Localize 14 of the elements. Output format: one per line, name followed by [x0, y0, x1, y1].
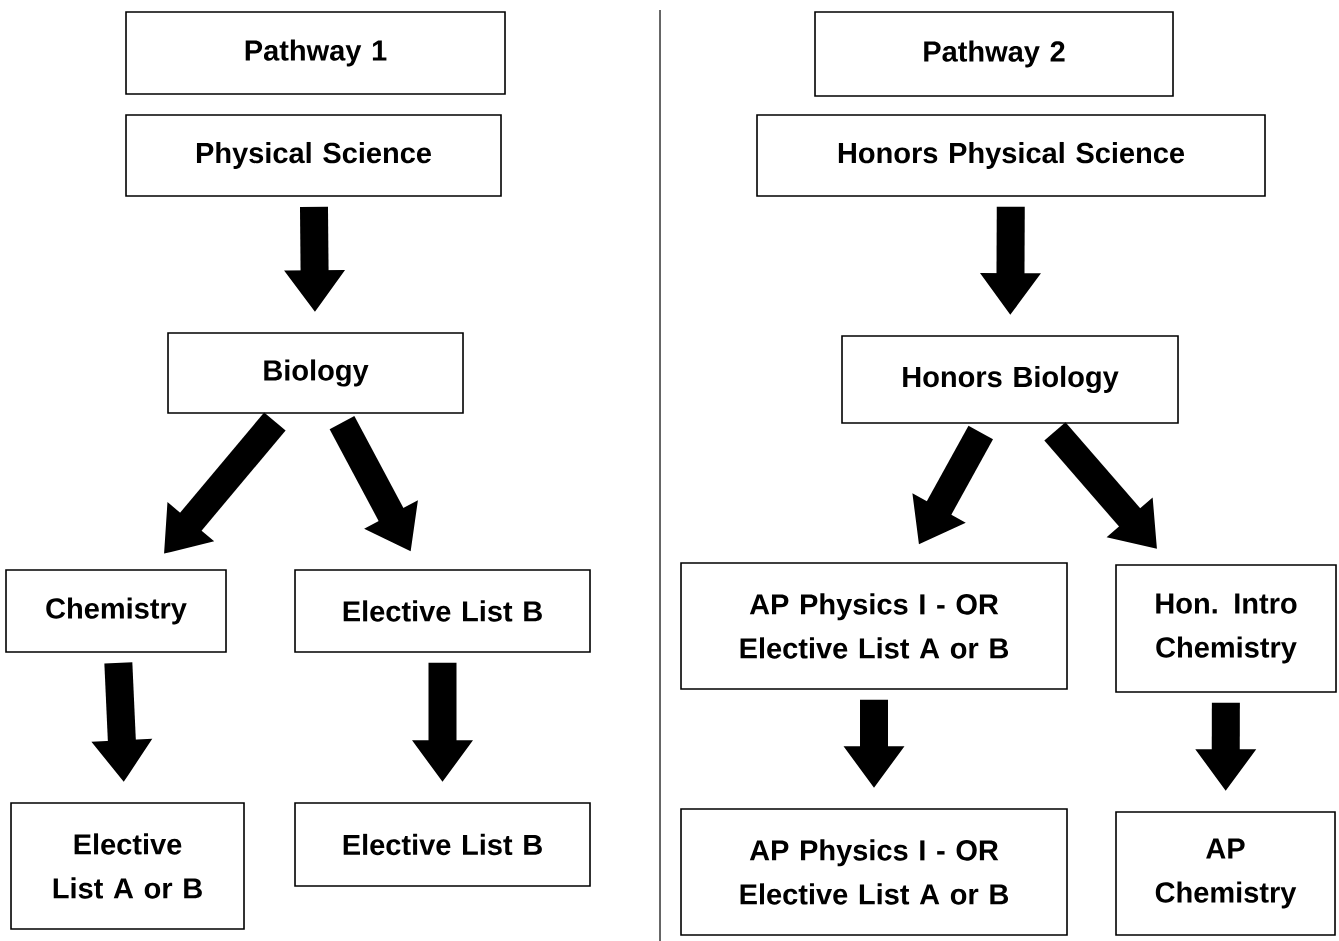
course-box: AP Chemistry — [1115, 811, 1336, 936]
course-box: Hon. Intro Chemistry — [1115, 564, 1337, 693]
course-box: Pathway 2 — [814, 11, 1174, 97]
course-box: Honors Physical Science — [756, 114, 1266, 197]
course-box: Biology — [167, 332, 464, 414]
course-box: Physical Science — [125, 114, 502, 197]
course-box: Pathway 1 — [125, 11, 506, 95]
course-box: Elective List A or B — [10, 802, 245, 930]
course-box: Chemistry — [5, 569, 227, 653]
course-box: Elective List B — [294, 569, 591, 653]
course-box: Honors Biology — [841, 335, 1179, 424]
course-box: Elective List B — [294, 802, 591, 887]
course-box: AP Physics I - OR Elective List A or B — [680, 808, 1068, 936]
course-box: AP Physics I - OR Elective List A or B — [680, 562, 1068, 690]
